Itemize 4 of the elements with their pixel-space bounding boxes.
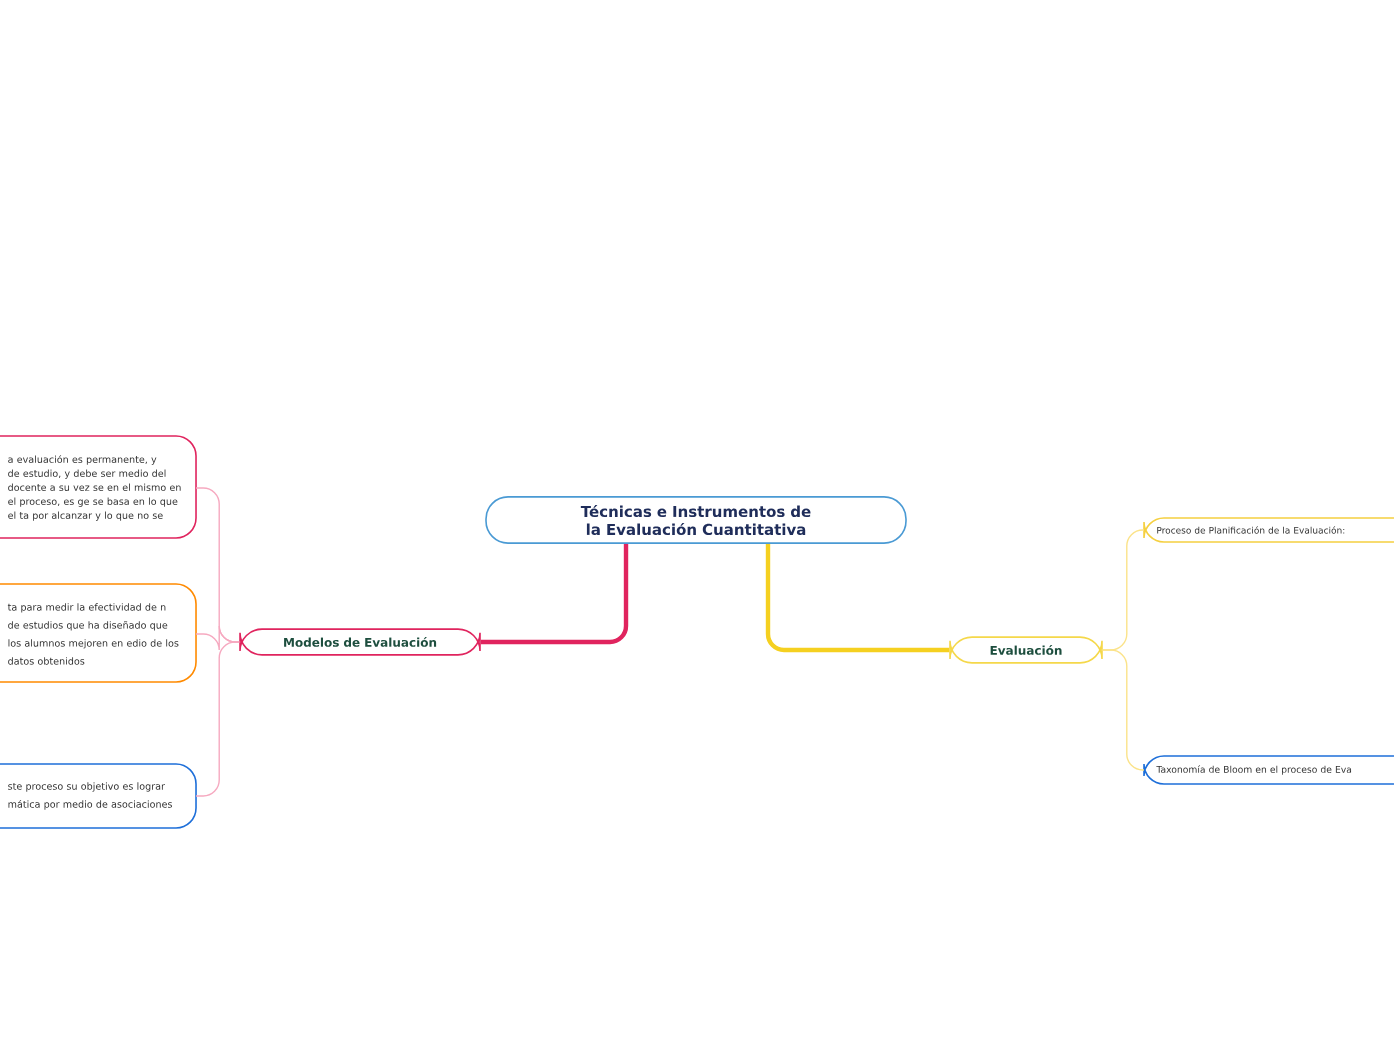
connector-line <box>480 543 629 645</box>
connector-line <box>1102 649 1145 771</box>
connector-line <box>765 543 950 653</box>
connector-line <box>195 641 240 797</box>
